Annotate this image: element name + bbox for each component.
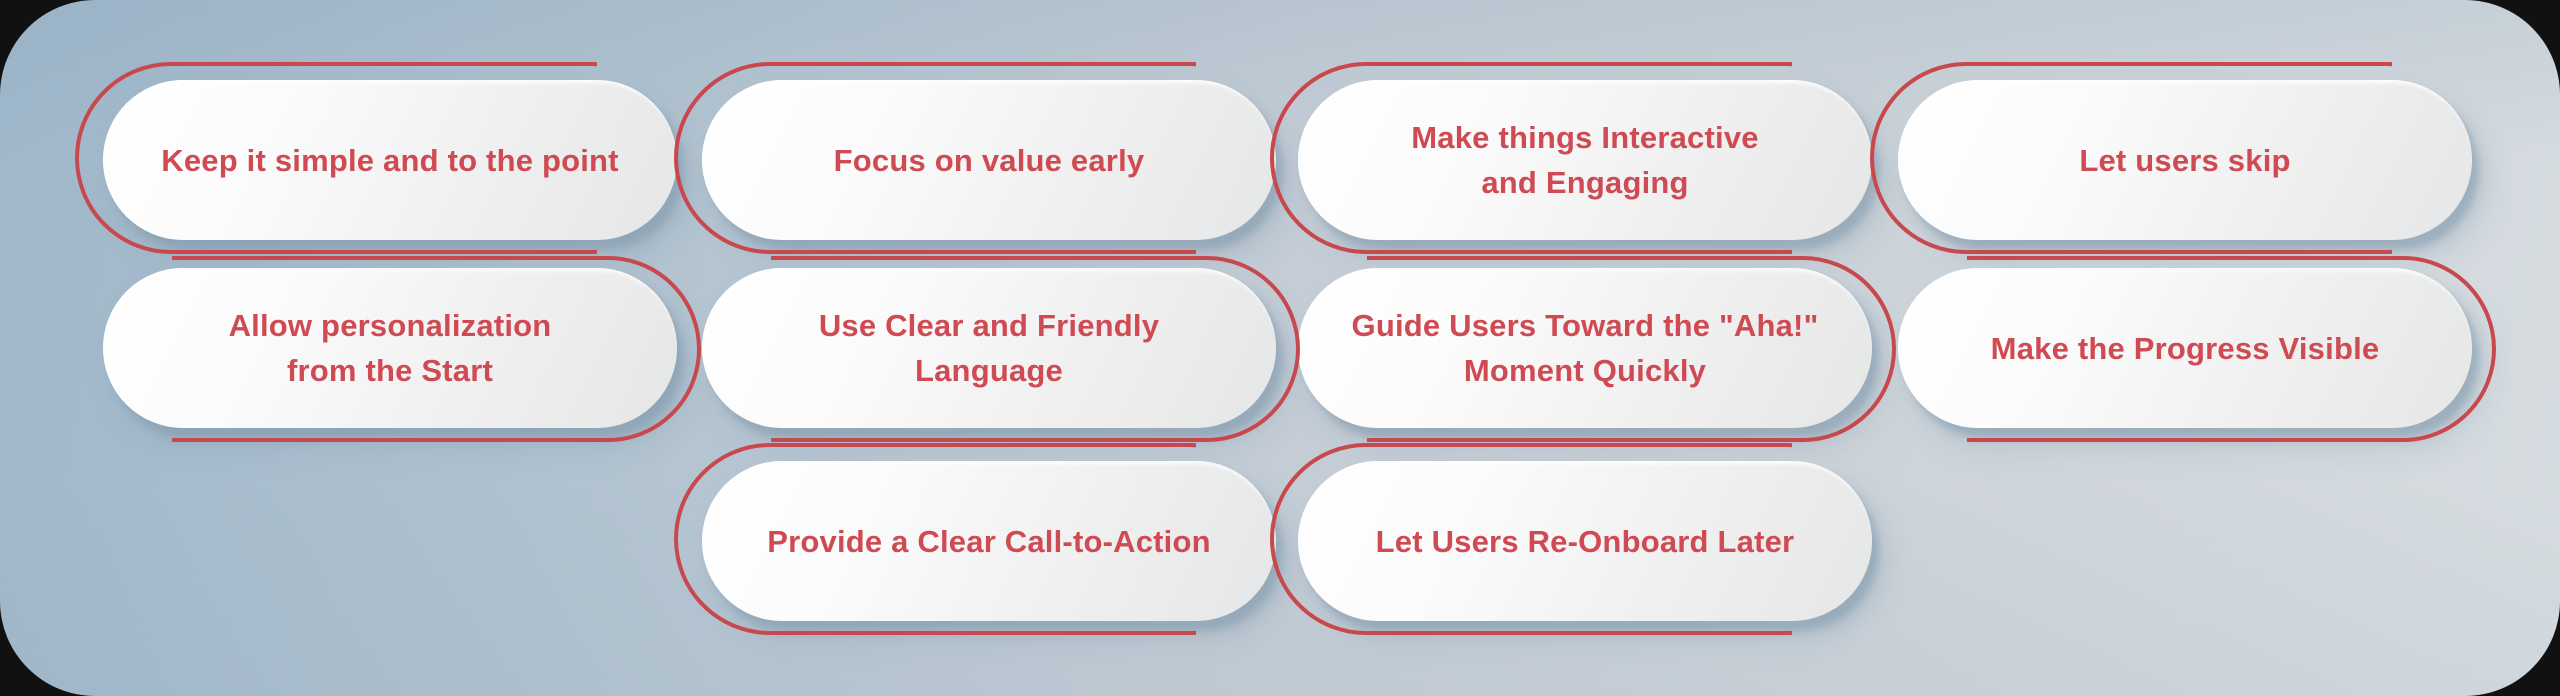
card-clear-friendly-language: Use Clear and Friendly Language	[702, 256, 1300, 442]
card-pill: Use Clear and Friendly Language	[702, 268, 1276, 428]
card-pill: Make things Interactive and Engaging	[1298, 80, 1872, 240]
card-label: Make things Interactive and Engaging	[1411, 120, 1759, 200]
card-label: Focus on value early	[833, 142, 1145, 178]
card-pill: Keep it simple and to the point	[103, 80, 677, 240]
card-let-users-skip: Let users skip	[1870, 62, 2472, 254]
card-label: Guide Users Toward the "Aha!" Moment Qui…	[1351, 308, 1819, 388]
card-label: Make the Progress Visible	[1990, 330, 2380, 366]
card-pill: Let users skip	[1898, 80, 2472, 240]
card-interactive-engaging: Make things Interactive and Engaging	[1270, 62, 1872, 254]
card-label: Let users skip	[2079, 142, 2291, 178]
card-pill: Let Users Re-Onboard Later	[1298, 461, 1872, 621]
card-label: Let Users Re-Onboard Later	[1375, 523, 1795, 559]
card-pill: Make the Progress Visible	[1898, 268, 2472, 428]
card-keep-it-simple: Keep it simple and to the point	[75, 62, 677, 254]
card-pill: Focus on value early	[702, 80, 1276, 240]
card-label: Keep it simple and to the point	[161, 142, 619, 178]
card-label: Provide a Clear Call-to-Action	[767, 523, 1211, 559]
card-guide-aha-moment: Guide Users Toward the "Aha!" Moment Qui…	[1298, 256, 1896, 442]
card-clear-cta: Provide a Clear Call-to-Action	[674, 443, 1276, 635]
card-label: Allow personalization from the Start	[228, 308, 552, 388]
card-pill: Provide a Clear Call-to-Action	[702, 461, 1276, 621]
card-allow-personalization: Allow personalization from the Start	[103, 256, 701, 442]
card-label: Use Clear and Friendly Language	[818, 308, 1160, 388]
card-focus-on-value: Focus on value early	[674, 62, 1276, 254]
card-pill: Guide Users Toward the "Aha!" Moment Qui…	[1298, 268, 1872, 428]
card-progress-visible: Make the Progress Visible	[1898, 256, 2496, 442]
card-pill: Allow personalization from the Start	[103, 268, 677, 428]
card-re-onboard-later: Let Users Re-Onboard Later	[1270, 443, 1872, 635]
